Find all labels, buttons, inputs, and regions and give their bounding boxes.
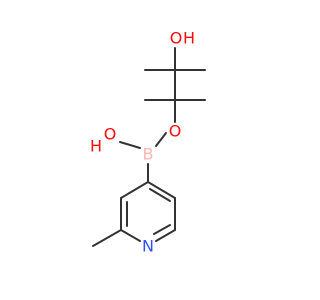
bond-o-b (155, 132, 167, 147)
atom-h-boron: H (90, 137, 102, 156)
ring-bond-3 (155, 229, 176, 242)
atoms: O H O O H B N (90, 29, 195, 256)
structure-svg: O H O O H B N (90, 29, 206, 256)
atom-nitrogen: N (142, 237, 154, 256)
ring-bond-1 (147, 181, 176, 199)
atom-boron: B (143, 145, 154, 164)
ring-bond-4 (120, 229, 141, 242)
bond-b-oh (119, 141, 141, 149)
ring-bond-1-inner (149, 188, 171, 202)
bond-ring-methyl (92, 229, 122, 247)
atom-o-ether: O (169, 122, 182, 141)
atom-o-boron: O (104, 125, 117, 144)
ring-bond-3-inner (153, 224, 171, 235)
bonds (92, 47, 206, 247)
atom-h-top: H (183, 29, 195, 48)
ring-bond-6 (120, 181, 149, 199)
molecule-diagram: O H O O H B N (90, 29, 206, 256)
atom-o-top: O (170, 29, 183, 48)
